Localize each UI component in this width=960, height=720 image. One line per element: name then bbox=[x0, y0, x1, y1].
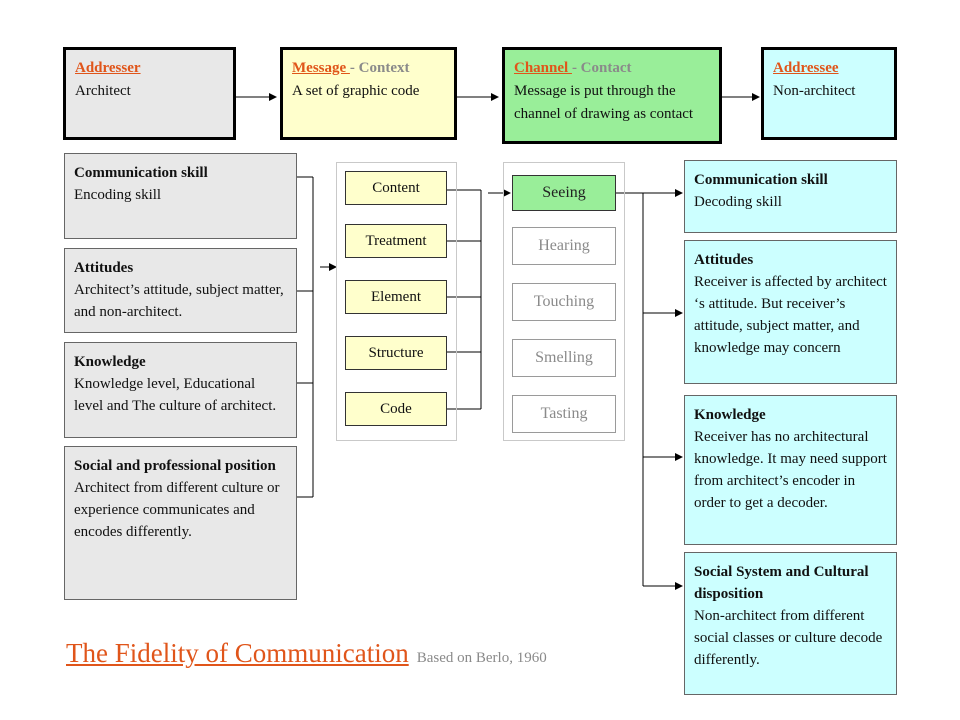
message-text: A set of graphic code bbox=[292, 83, 420, 99]
receiver-title: Social System and Cultural disposition bbox=[694, 564, 869, 602]
addressee-text: Non-architect bbox=[773, 83, 856, 99]
receiver-social-system: Social System and Cultural disposition N… bbox=[684, 552, 897, 695]
source-knowledge: Knowledge Knowledge level, Educational l… bbox=[64, 342, 297, 438]
channel-tasting: Tasting bbox=[512, 395, 616, 433]
channel-touching: Touching bbox=[512, 283, 616, 321]
message-title: Message bbox=[292, 60, 350, 76]
receiver-text: Receiver has no architectural knowledge.… bbox=[694, 429, 887, 511]
addressee-title: Addressee bbox=[773, 60, 839, 76]
source-text: Architect’s attitude, subject matter, an… bbox=[74, 282, 284, 320]
message-elements-frame bbox=[336, 162, 457, 441]
receiver-text: Decoding skill bbox=[694, 194, 782, 210]
source-communication-skill: Communication skill Encoding skill bbox=[64, 153, 297, 239]
receiver-knowledge: Knowledge Receiver has no architectural … bbox=[684, 395, 897, 545]
diagram-title-source: Based on Berlo, 1960 bbox=[416, 650, 547, 666]
source-attitudes: Attitudes Architect’s attitude, subject … bbox=[64, 248, 297, 333]
diagram-title: The Fidelity of Communication Based on Be… bbox=[66, 638, 547, 669]
source-social-position: Social and professional position Archite… bbox=[64, 446, 297, 600]
addresser-title: Addresser bbox=[75, 60, 141, 76]
receiver-title: Knowledge bbox=[694, 407, 766, 423]
receiver-title: Attitudes bbox=[694, 252, 754, 268]
receiver-text: Receiver is affected by architect ‘s att… bbox=[694, 274, 887, 356]
message-element-element: Element bbox=[345, 280, 447, 314]
source-title: Communication skill bbox=[74, 165, 208, 181]
channel-heading: Channel - Contact bbox=[514, 57, 710, 80]
message-element-treatment: Treatment bbox=[345, 224, 447, 258]
channel-text: Message is put through the channel of dr… bbox=[514, 83, 694, 122]
addressee-box: Addressee Non-architect bbox=[761, 47, 897, 140]
message-heading: Message - Context bbox=[292, 57, 445, 80]
channel-box: Channel - Contact Message is put through… bbox=[502, 47, 722, 144]
source-text: Encoding skill bbox=[74, 187, 162, 203]
message-suffix: - Context bbox=[349, 60, 410, 76]
channel-smelling: Smelling bbox=[512, 339, 616, 377]
message-box: Message - Context A set of graphic code bbox=[280, 47, 457, 140]
channel-title: Channel bbox=[514, 60, 572, 76]
message-element-structure: Structure bbox=[345, 336, 447, 370]
addresser-text: Architect bbox=[75, 83, 131, 99]
source-title: Knowledge bbox=[74, 354, 146, 370]
source-title: Attitudes bbox=[74, 260, 134, 276]
channel-suffix: - Contact bbox=[571, 60, 632, 76]
message-element-content: Content bbox=[345, 171, 447, 205]
source-text: Knowledge level, Educational level and T… bbox=[74, 376, 277, 414]
channel-hearing: Hearing bbox=[512, 227, 616, 265]
channels-frame bbox=[503, 162, 625, 441]
receiver-title: Communication skill bbox=[694, 172, 828, 188]
diagram-title-main: The Fidelity of Communication bbox=[66, 638, 409, 668]
source-text: Architect from different culture or expe… bbox=[74, 480, 280, 540]
source-title: Social and professional position bbox=[74, 458, 276, 474]
receiver-communication-skill: Communication skill Decoding skill bbox=[684, 160, 897, 233]
receiver-text: Non-architect from different social clas… bbox=[694, 608, 883, 668]
channel-seeing: Seeing bbox=[512, 175, 616, 211]
addresser-box: Addresser Architect bbox=[63, 47, 236, 140]
receiver-attitudes: Attitudes Receiver is affected by archit… bbox=[684, 240, 897, 384]
message-element-code: Code bbox=[345, 392, 447, 426]
